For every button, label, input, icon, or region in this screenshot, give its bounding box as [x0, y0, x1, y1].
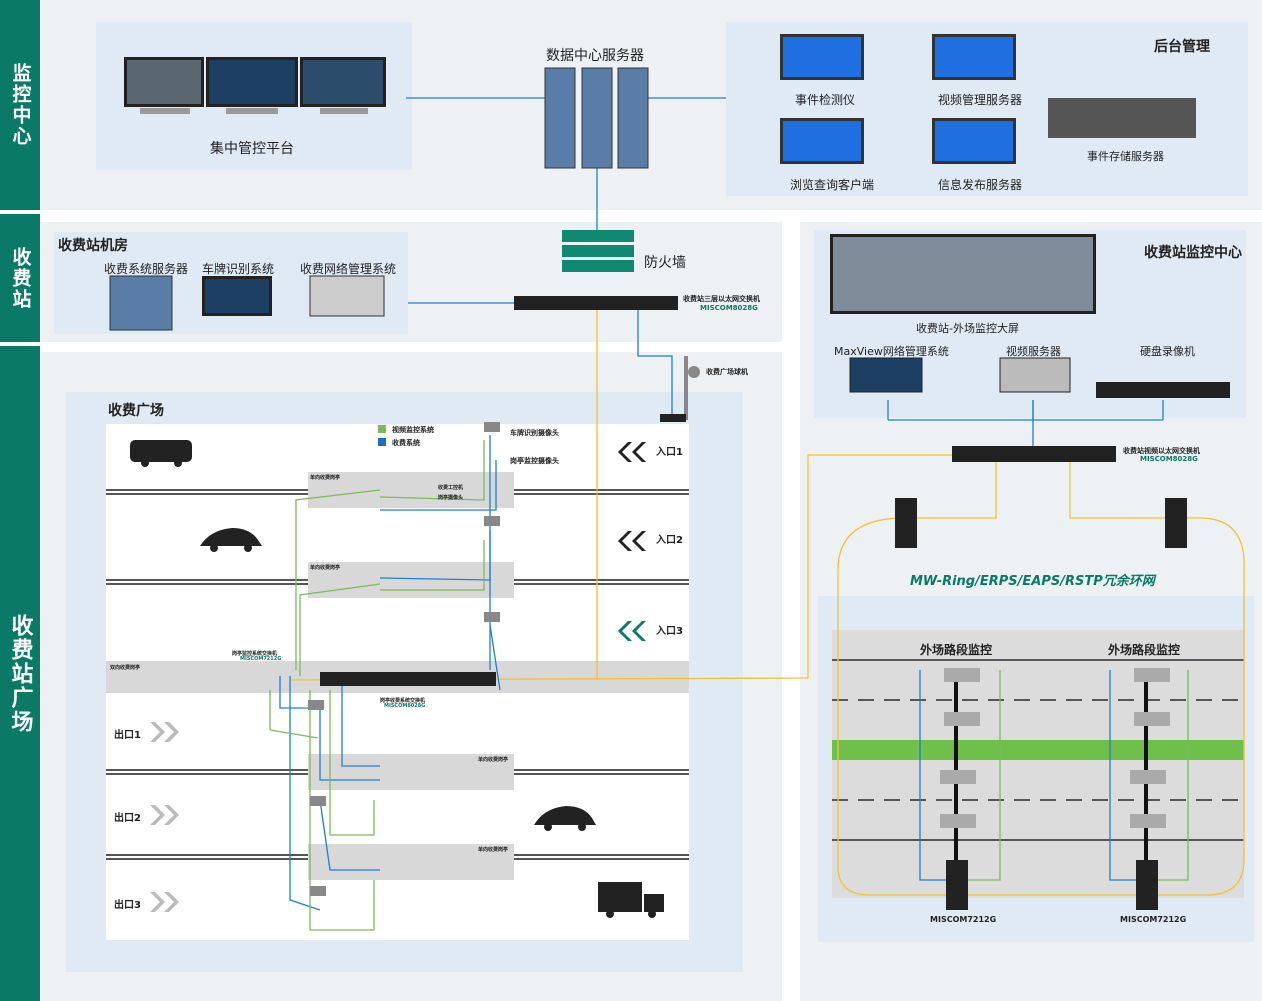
- video-server-label: 视频服务器: [1006, 345, 1061, 358]
- booth4-label: 单向收费岗亭: [478, 757, 509, 763]
- sidebar-toll-station: 收费站: [0, 214, 40, 342]
- legend-video-label: 视频监控系统: [392, 426, 434, 434]
- vehicles: [130, 440, 664, 918]
- exit1-label: 出口1: [114, 730, 141, 741]
- browse-client-label: 浏览查询客户端: [790, 178, 875, 192]
- chevrons-green: [618, 621, 646, 641]
- platform-monitors: [124, 57, 386, 114]
- entry1-label: 入口1: [656, 447, 683, 458]
- l3-switch-label: 收费站三层以太网交换机: [683, 295, 760, 303]
- video-switch-model: MISCOM8028G: [1140, 455, 1198, 463]
- road-poles: [954, 680, 1148, 860]
- firewall-label: 防火墙: [644, 255, 686, 271]
- road1-label: 外场路段监控: [920, 643, 993, 657]
- road-lines: [832, 659, 1244, 841]
- toll-system-server-label: 收费系统服务器: [104, 262, 189, 276]
- toll-network-mgmt-label: 收费网络管理系统: [300, 262, 397, 276]
- sidebar-monitor-center: 监控中心: [0, 0, 40, 210]
- plaza-dome-label: 收费广场球机: [706, 368, 748, 376]
- firewall: [562, 230, 634, 272]
- video-switch-label: 收费站视频以太网交换机: [1123, 447, 1200, 455]
- nvr-label: 硬盘录像机: [1140, 345, 1195, 358]
- road-area: [832, 630, 1244, 898]
- entry2-label: 入口2: [656, 535, 683, 546]
- backend-title: 后台管理: [1154, 39, 1210, 55]
- chevrons: [618, 442, 646, 551]
- monitor-center-title: 收费站监控中心: [1144, 245, 1242, 261]
- plaza-title: 收费广场: [108, 403, 164, 419]
- exit-chevrons: [150, 722, 179, 912]
- event-storage-server-label: 事件存储服务器: [1087, 150, 1164, 163]
- maxview-label: MaxView网络管理系统: [834, 345, 949, 358]
- station-servers: [109, 275, 385, 331]
- event-detector-label: 事件检测仪: [795, 93, 856, 107]
- entry3-label: 入口3: [656, 626, 683, 637]
- toll-pc-label: 收费工控机: [438, 485, 464, 491]
- info-publish-server-label: 信息发布服务器: [938, 178, 1023, 192]
- data-center-server-label: 数据中心服务器: [546, 48, 644, 64]
- video-links: [269, 440, 1189, 931]
- switches: [320, 296, 1187, 910]
- ring-label: MW-Ring/ERPS/EAPS/RSTP冗余环网: [910, 574, 1155, 589]
- video-mgmt-server-label: 视频管理服务器: [938, 93, 1023, 107]
- plaza-switch-model: MISCOM8028G: [384, 703, 426, 709]
- plate-camera-label: 车牌识别摄像头: [510, 429, 559, 437]
- booth-cam-small-label: 岗亭摄像头: [438, 495, 464, 501]
- fiber-links: [289, 305, 1245, 896]
- station-room-title: 收费站机房: [58, 238, 128, 254]
- sidebar-toll-plaza: 收费站广场: [0, 346, 40, 1001]
- road-switch2-label: MISCOM7212G: [1120, 915, 1187, 924]
- backend-monitors: [780, 34, 1196, 164]
- booth2-label: 单向收费岗亭: [310, 565, 341, 571]
- video-wall: [830, 234, 1230, 398]
- legend-toll-swatch: [378, 438, 386, 446]
- big-screen-label: 收费站-外场监控大屏: [916, 322, 1019, 335]
- central-platform-label: 集中管控平台: [210, 141, 294, 157]
- booth-camera-label: 岗亭监控摄像头: [510, 457, 559, 465]
- plaza-dome: [660, 356, 700, 422]
- plaza-switch-label: 岗亭收费系统交换机: [380, 698, 426, 704]
- data-center-racks: [544, 67, 649, 169]
- legend-video-swatch: [378, 425, 386, 433]
- legend-toll-label: 收费系统: [392, 439, 420, 447]
- road-median: [832, 740, 1244, 760]
- plaza-cameras: [308, 422, 500, 896]
- exit2-label: 出口2: [114, 813, 141, 824]
- booth-switch-model: MISCOM7212G: [240, 656, 282, 662]
- booth-bi-label: 双向收费岗亭: [110, 665, 141, 671]
- booth5-label: 单向收费岗亭: [478, 847, 509, 853]
- l3-switch-model: MISCOM8028G: [700, 304, 758, 312]
- booth-switch-label: 岗亭监控系统交换机: [232, 651, 278, 657]
- road-cameras: [940, 668, 1170, 828]
- road2-label: 外场路段监控: [1108, 643, 1181, 657]
- network-links: [279, 97, 1164, 911]
- plate-recognition-label: 车牌识别系统: [202, 262, 275, 276]
- booth1-label: 单向收费岗亭: [310, 475, 341, 481]
- road-switch1-label: MISCOM7212G: [930, 915, 997, 924]
- exit3-label: 出口3: [114, 900, 141, 911]
